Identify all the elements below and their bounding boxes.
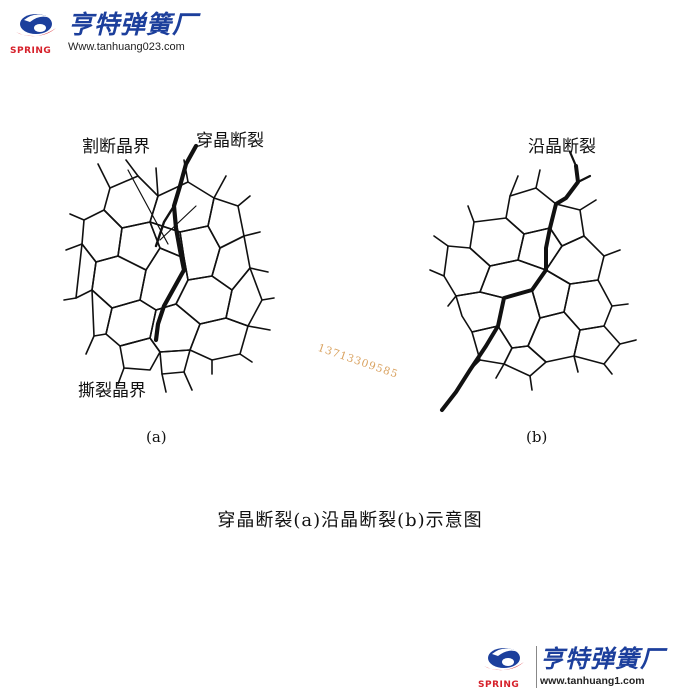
grain-network-b xyxy=(429,169,637,391)
label-cut-grain-boundary: 割断晶界 xyxy=(82,137,150,157)
spring-wordmark: SPRING xyxy=(10,46,52,56)
spring-logo-icon: SPRING xyxy=(474,640,530,692)
grain-network-a xyxy=(63,159,275,393)
caption-b: (b) xyxy=(526,428,548,446)
spring-logo-icon: SPRING xyxy=(6,6,62,58)
spring-wordmark: SPRING xyxy=(478,680,520,690)
figure-caption: 穿晶断裂(a)沿晶断裂(b)示意图 xyxy=(217,510,483,531)
crack-branch-a xyxy=(154,204,176,248)
caption-a: (a) xyxy=(146,428,167,446)
logo-divider xyxy=(536,646,537,688)
transgranular-crack-a xyxy=(153,143,199,343)
brand-logo-bottom[interactable]: SPRING 亨特弹簧厂 www.tanhuang1.com xyxy=(474,640,700,692)
label-transgranular-fracture: 穿晶断裂 xyxy=(196,131,264,151)
label-torn-grain-boundary: 撕裂晶界 xyxy=(78,381,146,401)
label-intergranular-fracture: 沿晶断裂 xyxy=(528,137,596,157)
brand-url[interactable]: Www.tanhuang023.com xyxy=(68,41,185,53)
brand-logo-top[interactable]: SPRING 亨特弹簧厂 Www.tanhuang023.com xyxy=(6,6,266,58)
brand-name: 亨特弹簧厂 xyxy=(68,10,199,39)
intergranular-crack-b xyxy=(440,164,580,412)
brand-name: 亨特弹簧厂 xyxy=(540,645,665,673)
brand-url[interactable]: www.tanhuang1.com xyxy=(540,675,645,687)
